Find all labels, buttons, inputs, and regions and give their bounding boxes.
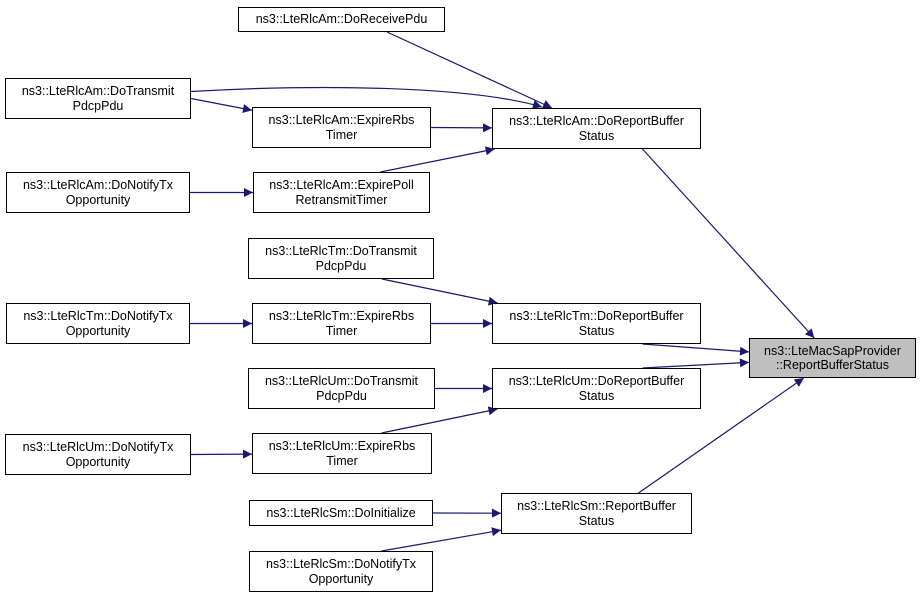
node-lte-rlc-am-expire-poll-retransmit-timer[interactable]: ns3::LteRlcAm::ExpirePoll RetransmitTime…	[253, 172, 430, 213]
node-label-line: ns3::LteRlcUm::DoTransmit	[264, 374, 419, 388]
node-label-line: ns3::LteRlcSm::ReportBuffer	[517, 499, 676, 513]
node-label-line: Timer	[325, 127, 358, 142]
node-lte-rlc-um-do-report-buffer-status[interactable]: ns3::LteRlcUm::DoReportBuffer Status	[492, 368, 701, 409]
node-lte-rlc-am-do-receive-pdu[interactable]: ns3::LteRlcAm::DoReceivePdu	[238, 7, 445, 32]
node-label-line: Status	[578, 388, 615, 403]
node-label-line: Timer	[326, 453, 358, 468]
node-label-line: ns3::LteRlcSm::DoInitialize	[266, 505, 416, 520]
node-label-line: ns3::LteRlcAm::DoTransmit	[21, 84, 175, 98]
node-label-line: Opportunity	[65, 192, 131, 207]
node-lte-rlc-tm-do-notify-tx-opportunity[interactable]: ns3::LteRlcTm::DoNotifyTx Opportunity	[6, 303, 190, 344]
node-label-line: ns3::LteRlcAm::ExpireRbs	[268, 113, 415, 127]
node-lte-rlc-tm-expire-rbs-timer[interactable]: ns3::LteRlcTm::ExpireRbs Timer	[252, 303, 431, 344]
node-lte-rlc-am-do-report-buffer-status[interactable]: ns3::LteRlcAm::DoReportBuffer Status	[492, 108, 701, 149]
node-label-line: PdcpPdu	[316, 388, 367, 403]
node-label-line: ns3::LteRlcTm::DoTransmit	[265, 244, 417, 258]
node-label-line: PdcpPdu	[72, 98, 124, 113]
node-label-line: ::ReportBufferStatus	[775, 358, 890, 372]
node-lte-rlc-sm-report-buffer-status[interactable]: ns3::LteRlcSm::ReportBuffer Status	[501, 493, 692, 534]
edge-um_report-to-target	[642, 358, 750, 369]
edge-am_transmit-to-am_expire_rbs	[190, 97, 253, 113]
node-label-line: ns3::LteRlcAm::DoNotifyTx	[22, 178, 174, 192]
node-label-line: Opportunity	[65, 323, 131, 338]
edge-am_report-to-target	[642, 148, 815, 339]
node-label-line: Status	[578, 323, 615, 338]
node-label-line: ns3::LteRlcTm::DoReportBuffer	[509, 309, 684, 323]
node-lte-rlc-tm-do-report-buffer-status[interactable]: ns3::LteRlcTm::DoReportBuffer Status	[492, 303, 701, 344]
node-label-line: ns3::LteRlcUm::DoReportBuffer	[508, 374, 685, 388]
node-label-line: RetransmitTimer	[295, 192, 388, 207]
node-label-line: PdcpPdu	[315, 258, 367, 273]
node-label-line: ns3::LteRlcTm::DoNotifyTx	[23, 309, 173, 323]
node-lte-rlc-am-do-transmit-pdcp-pdu[interactable]: ns3::LteRlcAm::DoTransmit PdcpPdu	[5, 78, 191, 119]
node-label-line: Status	[578, 128, 615, 143]
node-lte-rlc-tm-do-transmit-pdcp-pdu[interactable]: ns3::LteRlcTm::DoTransmit PdcpPdu	[248, 238, 434, 279]
node-label-line: Status	[578, 513, 615, 528]
node-lte-rlc-um-expire-rbs-timer[interactable]: ns3::LteRlcUm::ExpireRbs Timer	[252, 433, 432, 474]
edge-sm_report-to-target	[638, 377, 805, 494]
node-label-line: ns3::LteRlcAm::DoReportBuffer	[509, 114, 684, 128]
node-label-line: ns3::LteRlcAm::DoReceivePdu	[255, 12, 428, 27]
node-label-line: Opportunity	[308, 571, 374, 586]
node-lte-mac-sap-provider-report-buffer-status: ns3::LteMacSapProvider ::ReportBufferSta…	[749, 338, 916, 378]
node-label-line: ns3::LteRlcAm::ExpirePoll	[269, 178, 414, 192]
node-label-line: ns3::LteMacSapProvider	[764, 343, 901, 358]
node-lte-rlc-sm-do-initialize[interactable]: ns3::LteRlcSm::DoInitialize	[249, 500, 433, 526]
node-lte-rlc-am-expire-rbs-timer[interactable]: ns3::LteRlcAm::ExpireRbs Timer	[252, 107, 431, 148]
node-label-line: Timer	[325, 323, 358, 338]
edge-tm_transmit-to-tm_report	[381, 278, 498, 306]
node-label-line: Opportunity	[65, 454, 131, 469]
node-lte-rlc-sm-do-notify-tx-opportunity[interactable]: ns3::LteRlcSm::DoNotifyTx Opportunity	[249, 551, 433, 592]
node-lte-rlc-am-do-notify-tx-opportunity[interactable]: ns3::LteRlcAm::DoNotifyTx Opportunity	[6, 172, 190, 213]
node-label-line: ns3::LteRlcUm::DoNotifyTx	[22, 440, 174, 454]
node-lte-rlc-um-do-notify-tx-opportunity[interactable]: ns3::LteRlcUm::DoNotifyTx Opportunity	[5, 434, 191, 475]
edge-tm_report-to-target	[642, 343, 750, 356]
node-label-line: ns3::LteRlcUm::ExpireRbs	[268, 439, 416, 453]
node-label-line: ns3::LteRlcTm::ExpireRbs	[268, 309, 415, 323]
node-label-line: ns3::LteRlcSm::DoNotifyTx	[265, 557, 417, 571]
edge-am_expire_poll-to-am_report	[380, 146, 495, 173]
edge-um_expire_rbs-to-um_report	[381, 406, 498, 434]
edge-am_transmit-to-am_report	[190, 86, 543, 109]
edge-am_receive-to-am_report	[386, 31, 553, 109]
node-lte-rlc-um-do-transmit-pdcp-pdu[interactable]: ns3::LteRlcUm::DoTransmit PdcpPdu	[248, 368, 435, 409]
edge-sm_notify-to-sm_report	[381, 527, 502, 552]
